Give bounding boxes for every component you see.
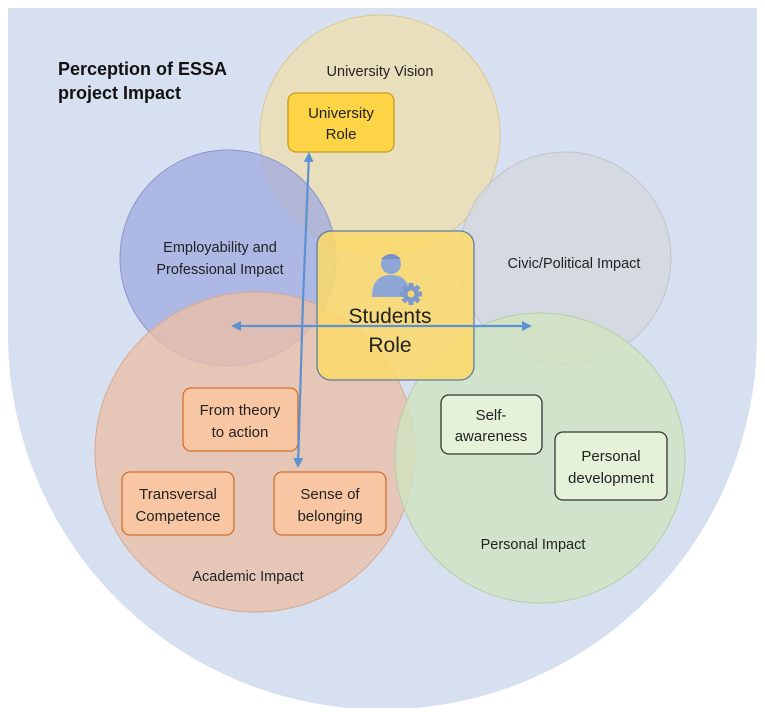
personal-development-label-line1: Personal: [581, 448, 640, 465]
students-role-label-line2: Role: [368, 334, 411, 357]
employability-label-line1: Employability and: [163, 240, 277, 256]
transversal-label-line1: Transversal: [139, 486, 217, 503]
university-role-label-line2: Role: [326, 126, 357, 143]
civic-label: Civic/Political Impact: [508, 256, 641, 272]
self-awareness-box: [440, 394, 543, 455]
students-role-label-line1: Students: [349, 305, 432, 328]
belonging-label-line1: Sense of: [300, 486, 360, 503]
employability-label-line2: Professional Impact: [156, 262, 283, 278]
from-theory-to-action-box: [182, 387, 299, 452]
self-awareness-label-line2: awareness: [455, 428, 528, 445]
transversal-label-line2: Competence: [135, 508, 220, 525]
students-role-box: [316, 230, 475, 381]
sense-of-belonging-box: [273, 471, 387, 536]
transversal-competence-box: [121, 471, 235, 536]
personal-development-box: [554, 431, 668, 501]
self-awareness-label-line1: Self-: [476, 407, 507, 424]
personal-label: Personal Impact: [481, 537, 586, 553]
university-role-box: [287, 92, 395, 153]
diagram-title-line1: Perception of ESSA: [58, 59, 227, 79]
axis-arrows: [231, 152, 532, 468]
from-theory-label-line2: to action: [212, 424, 269, 441]
vertical-arrow-down: [293, 299, 305, 468]
university-vision-label: University Vision: [327, 64, 434, 80]
personal-circle: [394, 312, 686, 604]
student-gear-icon: [372, 254, 422, 305]
university-role-label-line1: University: [308, 105, 374, 122]
from-theory-label-line1: From theory: [200, 402, 281, 419]
belonging-label-line2: belonging: [297, 508, 362, 525]
personal-development-label-line2: development: [568, 470, 655, 487]
vertical-arrow-up: [301, 152, 314, 301]
diagram-title-line2: project Impact: [58, 83, 181, 103]
academic-label: Academic Impact: [192, 569, 303, 585]
